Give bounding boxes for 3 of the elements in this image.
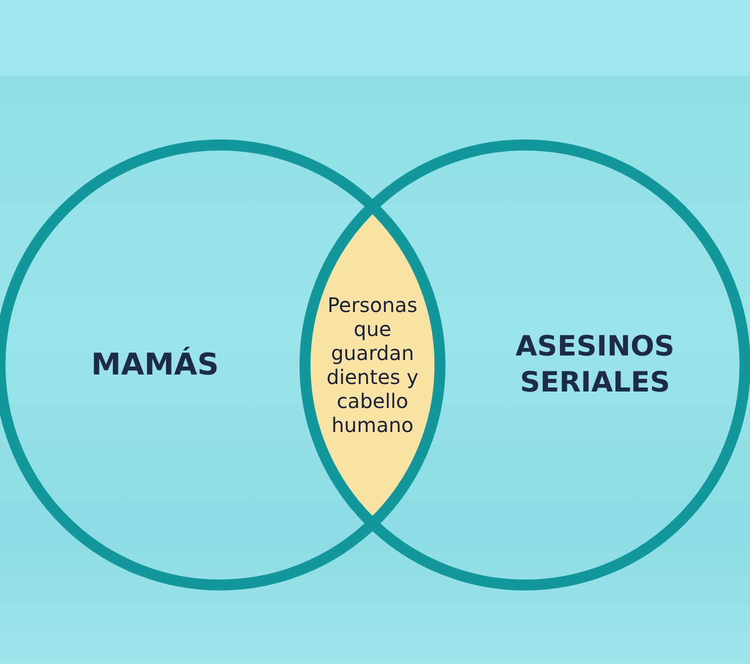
circle-label: MAMÁS xyxy=(90,346,220,384)
circle-label: ASESINOS SERIALES xyxy=(514,328,676,401)
overlap-label: Personas que guardan dientes y cabello humano xyxy=(326,292,420,437)
